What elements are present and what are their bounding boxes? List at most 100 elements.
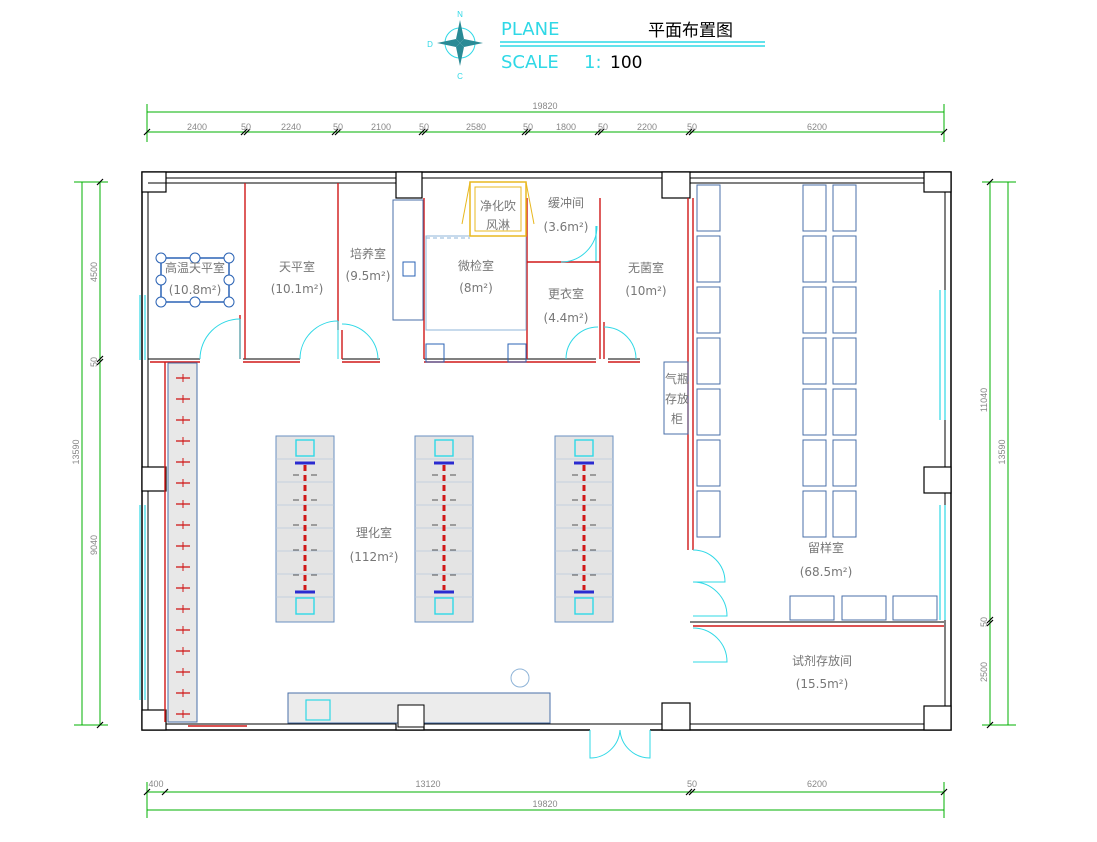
room-label-reagent: 试剂存放间: [792, 653, 852, 668]
room-label-changing: 更衣室: [548, 286, 584, 301]
shelf-unit: [802, 490, 827, 538]
dim-tick: [597, 128, 605, 136]
air-shower: [461, 181, 535, 237]
dim-tick: [986, 178, 994, 186]
wall-shelf: [696, 337, 721, 385]
dim-top-seg: 50: [523, 122, 533, 132]
dim-right-seg: 2500: [979, 662, 989, 682]
lab-floor-drain: [510, 668, 530, 688]
dim-bottom-seg: 13120: [415, 779, 440, 789]
high-temp-balance-table[interactable]: [155, 252, 235, 308]
dim-left-seg: 50: [89, 357, 99, 367]
compass-north-label: N: [457, 10, 463, 19]
room-label-physchem: 理化室: [356, 525, 392, 540]
dim-top-seg: 2200: [637, 122, 657, 132]
room-label-balance: 天平室: [279, 259, 315, 274]
dim-tick: [240, 128, 248, 136]
shelf-unit: [802, 388, 827, 436]
dim-tick: [986, 721, 994, 729]
room-area-sample: (68.5m²): [800, 565, 853, 579]
dim-tick: [986, 619, 994, 627]
dim-bottom-total: 19820: [532, 799, 557, 809]
room-area-physchem: (112m²): [350, 550, 399, 564]
shelf-unit: [802, 235, 827, 283]
shelf-unit: [832, 490, 857, 538]
shelf-unit: [802, 439, 827, 487]
bench-sink: [434, 597, 454, 615]
room-area-sterile: (10m²): [625, 284, 666, 298]
dim-top-seg: 50: [419, 122, 429, 132]
dim-bottom-seg: 50: [687, 779, 697, 789]
room-label-sterile: 无菌室: [628, 260, 664, 275]
dim-top-seg: 6200: [807, 122, 827, 132]
dim-tick: [96, 355, 104, 363]
sample-shelves: [696, 184, 857, 538]
dim-tick: [688, 128, 696, 136]
shelf-unit: [802, 286, 827, 334]
dim-bottom-seg: 400: [148, 779, 163, 789]
shelf-unit: [802, 184, 827, 232]
plane-label: PLANE: [501, 19, 559, 40]
dim-tick: [986, 616, 994, 624]
dim-top-seg: 50: [598, 122, 608, 132]
dim-bottom-seg: 6200: [807, 779, 827, 789]
wall-shelf: [696, 286, 721, 334]
micro-room-sink-right: [507, 343, 527, 363]
bench-sink: [574, 597, 594, 615]
bottom-counter: [287, 692, 551, 728]
sample-room-cabinets: [789, 595, 938, 621]
partitions: [148, 182, 944, 727]
lab-bench: [275, 435, 335, 623]
dim-left-seg: 9040: [89, 535, 99, 555]
compass-icon: N C D: [427, 10, 483, 81]
dim-tick: [143, 788, 151, 796]
bench-sink: [574, 439, 594, 457]
scale-value: 100: [610, 53, 642, 73]
lab-bench: [554, 435, 614, 623]
air-shower-label-2: 风淋: [486, 218, 510, 232]
shelf-unit: [832, 337, 857, 385]
gas-cylinder-cabinet: [663, 361, 689, 435]
dim-tick: [521, 128, 529, 136]
room-label-sample: 留样室: [808, 540, 844, 555]
dimension-tick-marks: [96, 128, 994, 796]
dim-right-total: 13590: [997, 439, 1007, 464]
shelf-unit: [832, 184, 857, 232]
micro-room-sink-left: [425, 343, 445, 363]
dim-right-seg: 50: [979, 617, 989, 627]
room-area-balance: (10.1m²): [271, 282, 324, 296]
gas-cabinet-label-2: 存放: [665, 391, 689, 406]
room-area-reagent: (15.5m²): [796, 677, 849, 691]
dim-tick: [334, 128, 342, 136]
structural-columns: [141, 171, 952, 731]
shelf-unit: [832, 235, 857, 283]
dim-top-seg: 50: [687, 122, 697, 132]
dim-tick: [594, 128, 602, 136]
compass-west-label: D: [427, 40, 433, 49]
dim-tick: [96, 358, 104, 366]
bench-sink: [434, 439, 454, 457]
culture-room-sink: [402, 261, 416, 277]
room-area-changing: (4.4m²): [544, 311, 589, 325]
gas-cabinet-label-1: 气瓶: [665, 371, 689, 386]
dim-right-seg: 11040: [979, 388, 989, 412]
dim-tick: [418, 128, 426, 136]
wall-shelf: [696, 490, 721, 538]
bench-sink: [295, 597, 315, 615]
dim-tick: [96, 721, 104, 729]
dim-top-seg: 1800: [556, 122, 576, 132]
dim-tick: [143, 128, 151, 136]
room-area-micro: (8m²): [459, 281, 493, 295]
scale-prefix: 1:: [584, 52, 602, 73]
air-shower-label-1: 净化吹: [480, 199, 516, 213]
room-area-buffer: (3.6m²): [544, 220, 589, 234]
lab-bench: [414, 435, 474, 623]
dim-tick: [243, 128, 251, 136]
dim-top-seg: 50: [241, 122, 251, 132]
room-label-high-temp-balance: 高温天平室: [165, 260, 225, 275]
dim-top-seg: 2100: [371, 122, 391, 132]
plan-title: 平面布置图: [648, 21, 733, 41]
dim-tick: [524, 128, 532, 136]
dim-tick: [161, 788, 169, 796]
